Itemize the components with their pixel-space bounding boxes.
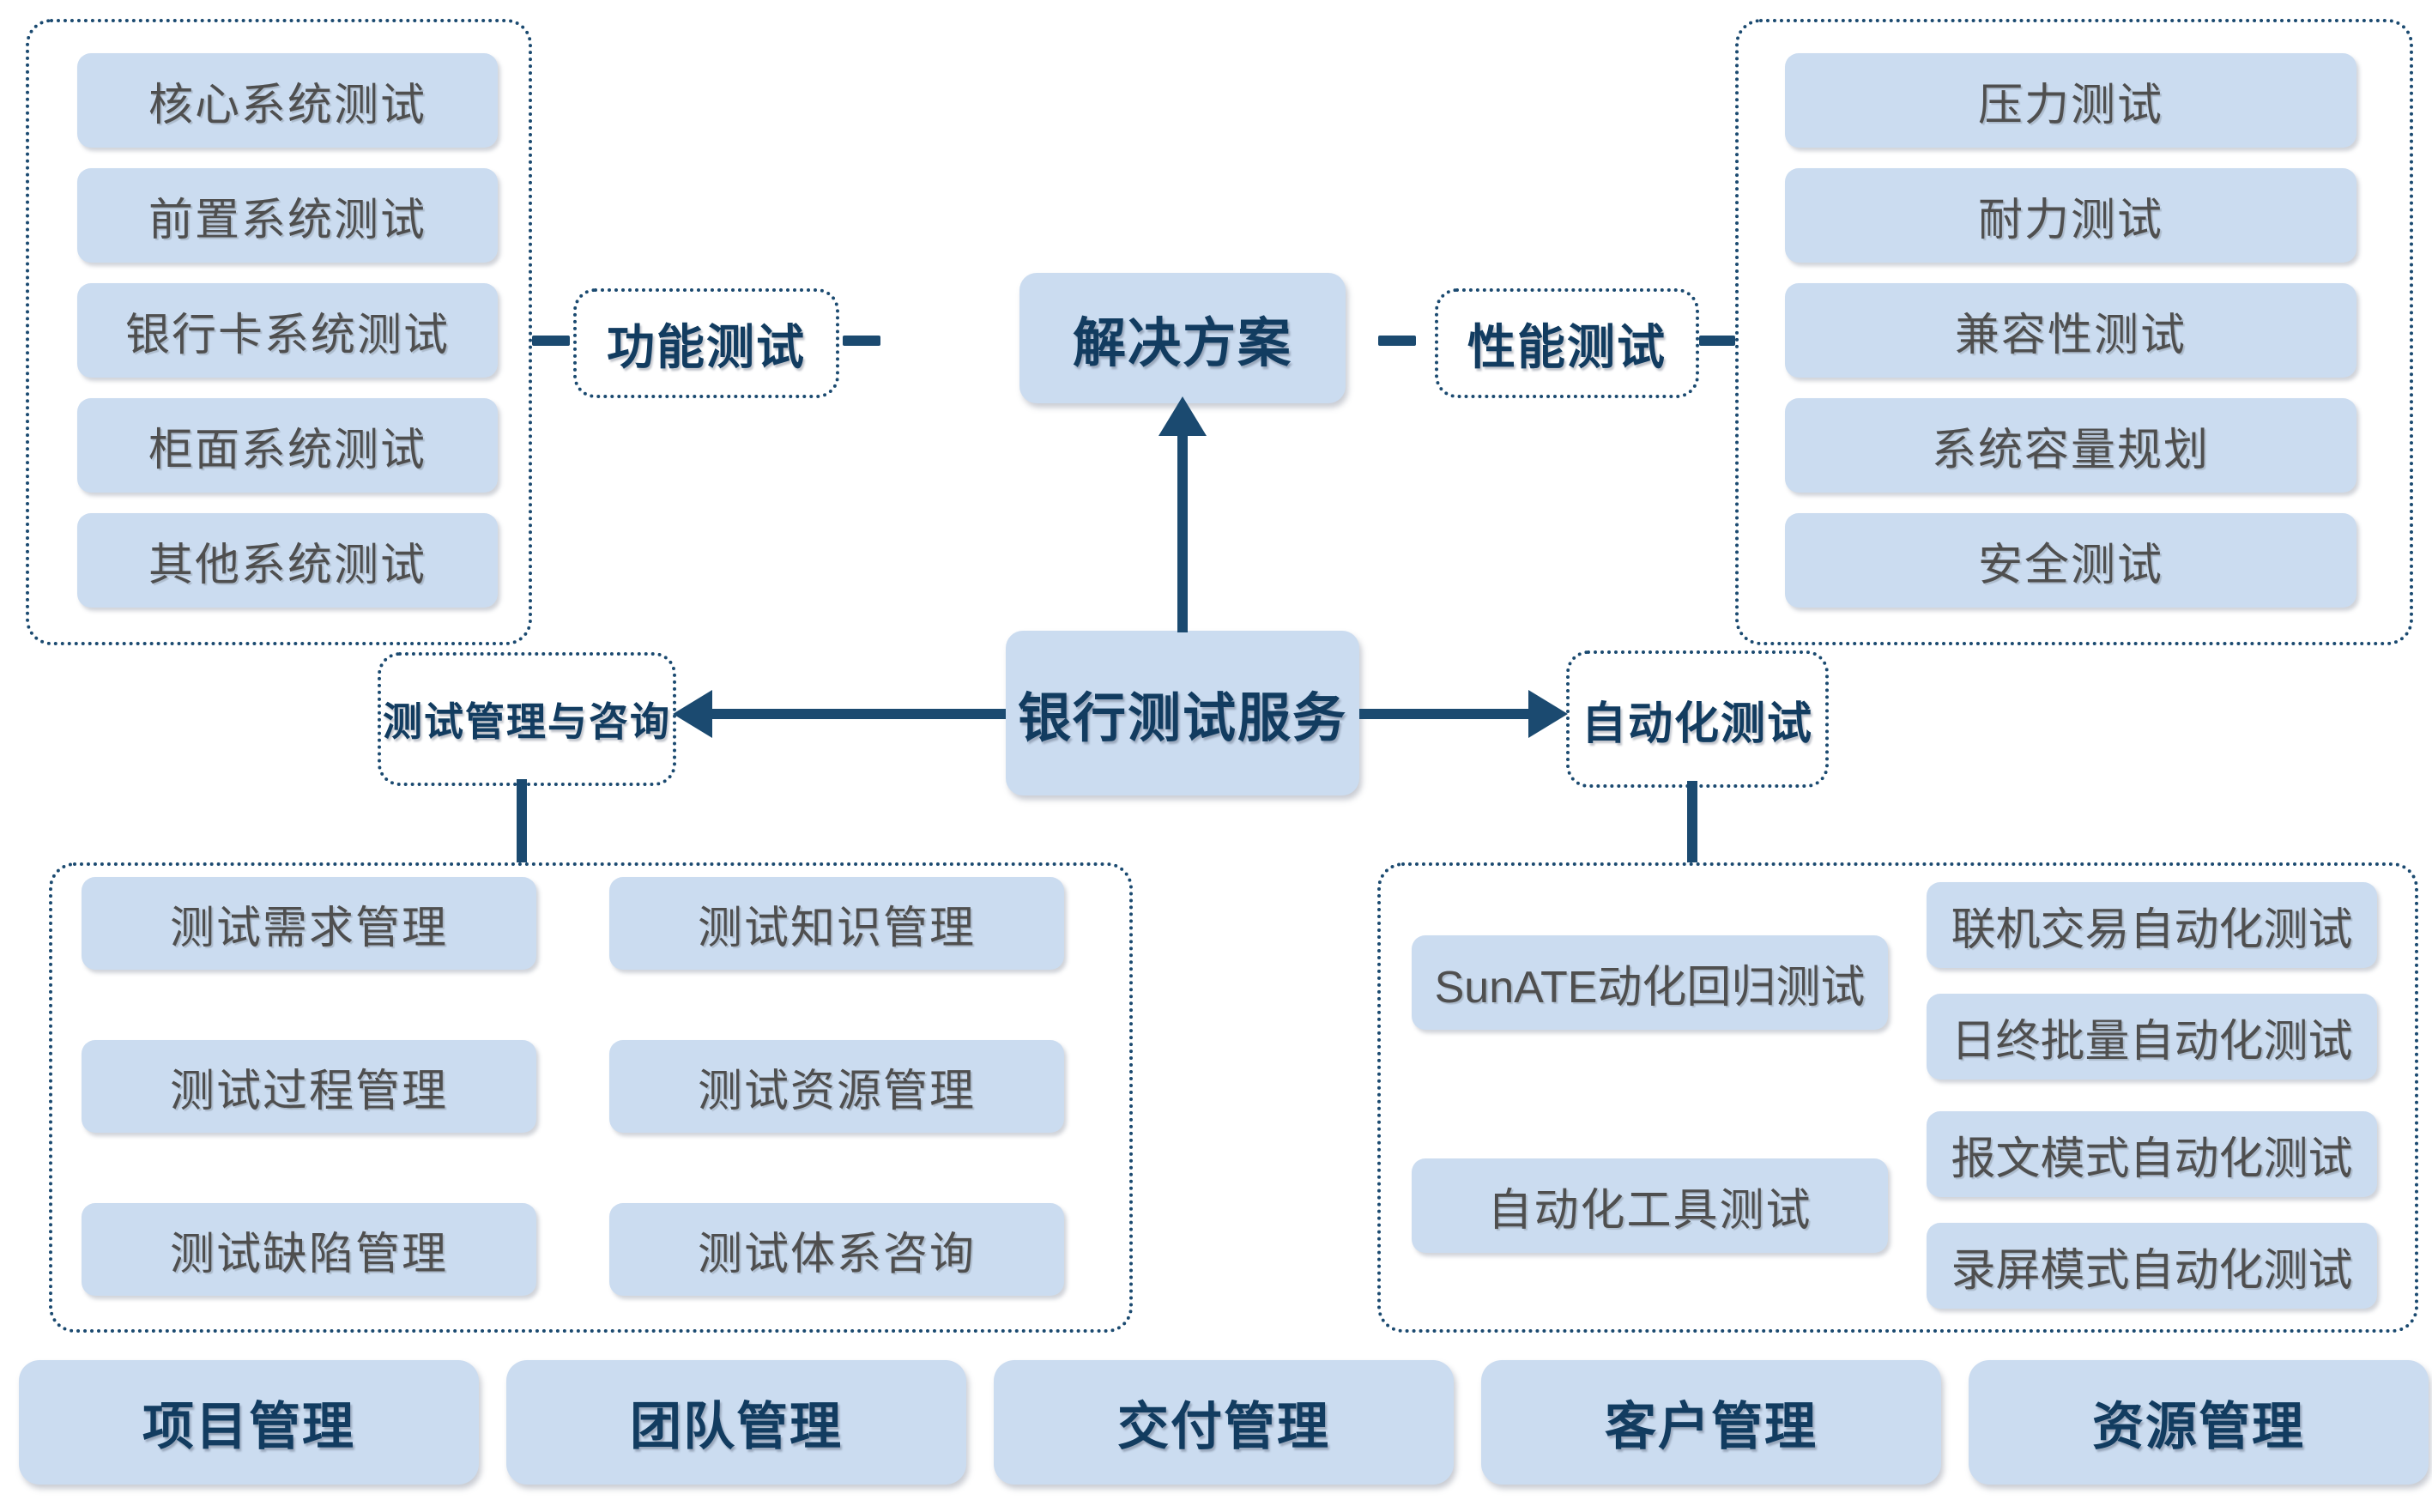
- bottom-bar-item-resource-management: 资源管理: [1969, 1360, 2429, 1485]
- functional-detail-item: 银行卡系统测试: [77, 283, 498, 378]
- connector-dash: [1378, 336, 1416, 346]
- performance-detail-item: 压力测试: [1785, 53, 2356, 148]
- arrow-head-up: [1159, 396, 1207, 436]
- management-detail-item: 测试缺陷管理: [82, 1203, 536, 1296]
- automation-detail-item: 录屏模式自动化测试: [1927, 1223, 2377, 1309]
- management-detail-item: 测试资源管理: [609, 1040, 1064, 1133]
- node-automation-testing: 自动化测试: [1566, 650, 1829, 788]
- node-solution: 解决方案: [1019, 273, 1346, 403]
- bottom-bar-item-team-management: 团队管理: [506, 1360, 966, 1485]
- management-detail-item: 测试体系咨询: [609, 1203, 1064, 1296]
- group-management-detail: [49, 862, 1133, 1333]
- functional-detail-item: 核心系统测试: [77, 53, 498, 148]
- connector-automation-detail: [1687, 781, 1697, 862]
- management-detail-item: 测试过程管理: [82, 1040, 536, 1133]
- node-performance-testing: 性能测试: [1435, 288, 1699, 398]
- group-functional-detail: [26, 19, 532, 645]
- connector-dash: [843, 336, 880, 346]
- bottom-bar-item-delivery-management: 交付管理: [994, 1360, 1454, 1485]
- management-detail-item: 测试知识管理: [609, 877, 1064, 970]
- automation-detail-item: SunATE动化回归测试: [1412, 935, 1888, 1030]
- arrow-shaft: [1359, 709, 1528, 719]
- group-performance-detail: [1735, 19, 2413, 645]
- connector-management-detail: [517, 779, 527, 862]
- performance-detail-item: 兼容性测试: [1785, 283, 2356, 378]
- management-detail-item: 测试需求管理: [82, 877, 536, 970]
- node-functional-testing: 功能测试: [573, 288, 839, 398]
- node-test-management-consulting: 测试管理与咨询: [378, 652, 676, 786]
- functional-detail-item: 其他系统测试: [77, 513, 498, 608]
- performance-detail-item: 耐力测试: [1785, 168, 2356, 263]
- arrow-head-left: [673, 690, 712, 738]
- performance-detail-item: 安全测试: [1785, 513, 2356, 608]
- automation-detail-item: 报文模式自动化测试: [1927, 1111, 2377, 1197]
- performance-detail-item: 系统容量规划: [1785, 398, 2356, 493]
- automation-detail-item: 日终批量自动化测试: [1927, 994, 2377, 1080]
- bottom-bar-item-project-management: 项目管理: [19, 1360, 479, 1485]
- functional-detail-item: 前置系统测试: [77, 168, 498, 263]
- connector-dash: [532, 336, 570, 346]
- arrow-shaft: [711, 709, 1006, 719]
- automation-detail-item: 自动化工具测试: [1412, 1158, 1888, 1253]
- node-bank-testing-service: 银行测试服务: [1006, 631, 1359, 795]
- connector-dash: [1699, 336, 1735, 346]
- arrow-head-right: [1528, 690, 1568, 738]
- group-automation-detail: [1377, 862, 2418, 1333]
- functional-detail-item: 柜面系统测试: [77, 398, 498, 493]
- bottom-bar-item-customer-management: 客户管理: [1481, 1360, 1941, 1485]
- arrow-shaft: [1177, 433, 1188, 632]
- automation-detail-item: 联机交易自动化测试: [1927, 882, 2377, 968]
